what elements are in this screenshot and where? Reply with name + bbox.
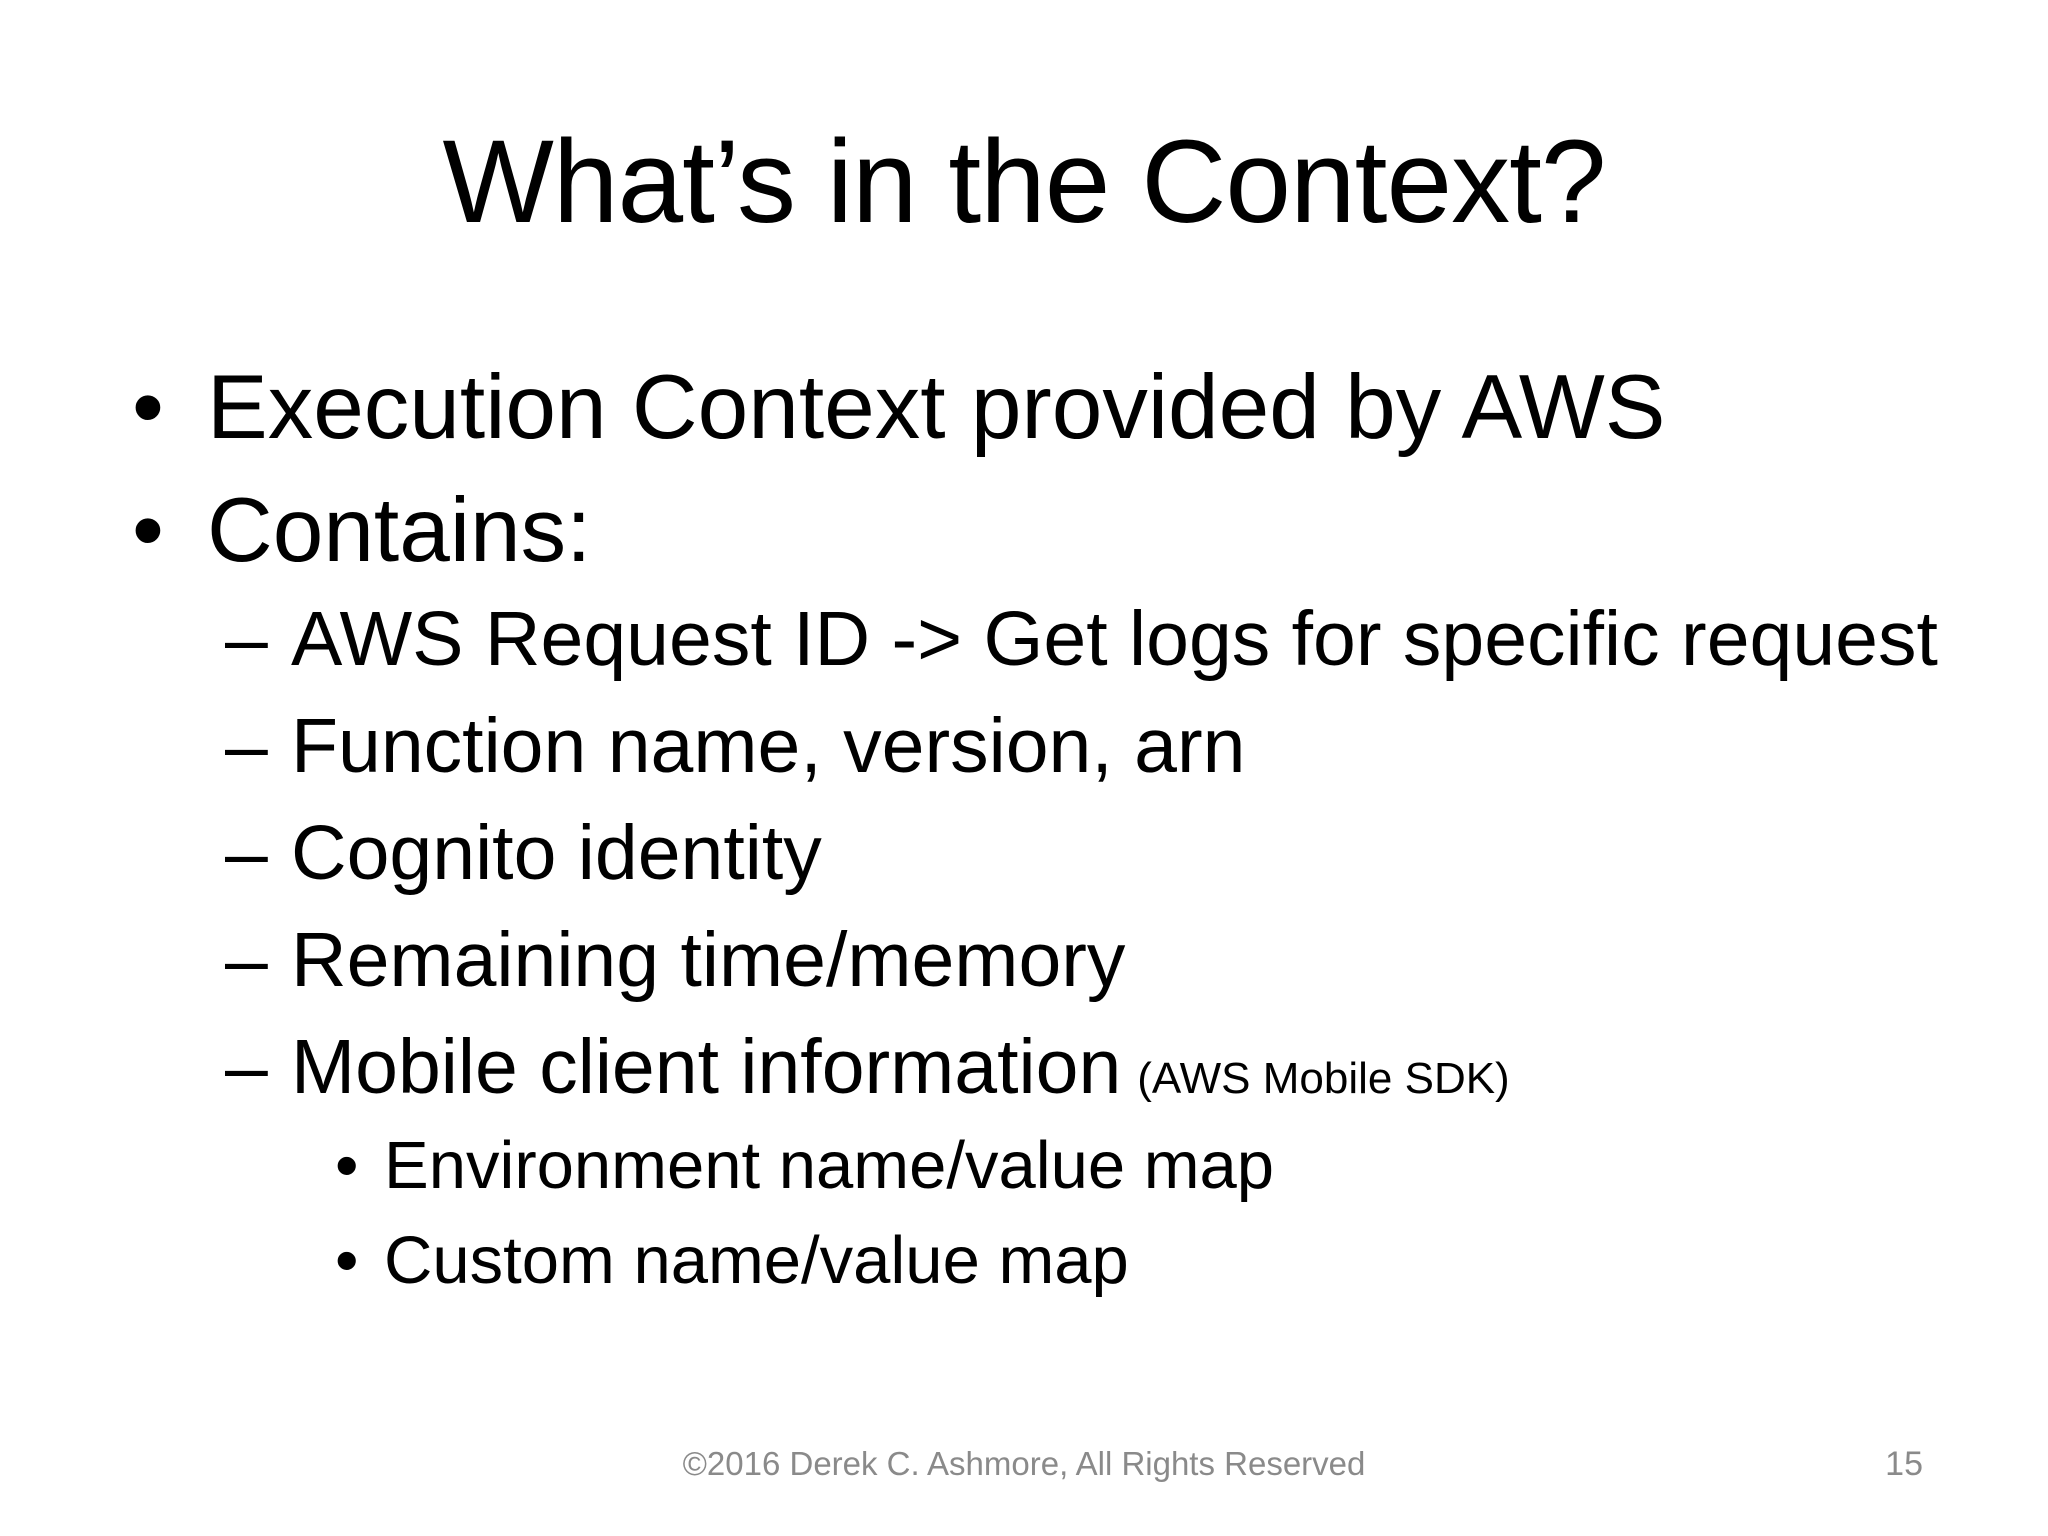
dash-icon: – <box>225 917 268 1003</box>
slide-title: What’s in the Context? <box>442 116 1606 248</box>
dash-icon: – <box>225 810 268 896</box>
bullet-cognito-identity-text: Cognito identity <box>291 810 822 896</box>
bullet-execution-context: • Execution Context provided by AWS <box>0 346 2048 469</box>
bullet-icon: • <box>132 480 164 581</box>
bullet-function-name: – Function name, version, arn <box>0 693 2048 800</box>
dash-icon: – <box>225 1024 268 1110</box>
bullet-function-name-text: Function name, version, arn <box>291 703 1246 789</box>
bullet-custom-map: • Custom name/value map <box>0 1213 2048 1308</box>
bullet-aws-request-id-text: AWS Request ID -> Get logs for specific … <box>291 596 1938 682</box>
bullet-mobile-client-info-text: Mobile client information <box>291 1024 1122 1110</box>
bullet-cognito-identity: – Cognito identity <box>0 800 2048 907</box>
bullet-aws-request-id: – AWS Request ID -> Get logs for specifi… <box>0 586 2048 693</box>
bullet-icon: • <box>335 1128 359 1203</box>
slide-body: • Execution Context provided by AWS • Co… <box>0 346 2048 1308</box>
bullet-remaining-time-memory: – Remaining time/memory <box>0 907 2048 1014</box>
footer-copyright: ©2016 Derek C. Ashmore, All Rights Reser… <box>682 1445 1366 1482</box>
bullet-remaining-time-memory-text: Remaining time/memory <box>291 917 1126 1003</box>
bullet-icon: • <box>335 1223 359 1298</box>
bullet-execution-context-text: Execution Context provided by AWS <box>207 357 1666 458</box>
page-number: 15 <box>1885 1445 1923 1483</box>
bullet-mobile-client-info: – Mobile client information (AWS Mobile S… <box>0 1014 2048 1132</box>
bullet-icon: • <box>132 357 164 458</box>
bullet-contains: • Contains: <box>0 469 2048 592</box>
bullet-environment-map-text: Environment name/value map <box>384 1128 1275 1203</box>
dash-icon: – <box>225 703 268 789</box>
dash-icon: – <box>225 596 268 682</box>
bullet-environment-map: • Environment name/value map <box>0 1118 2048 1213</box>
bullet-mobile-sdk-note: (AWS Mobile SDK) <box>1137 1054 1510 1103</box>
bullet-custom-map-text: Custom name/value map <box>384 1223 1129 1298</box>
bullet-contains-text: Contains: <box>207 480 592 581</box>
